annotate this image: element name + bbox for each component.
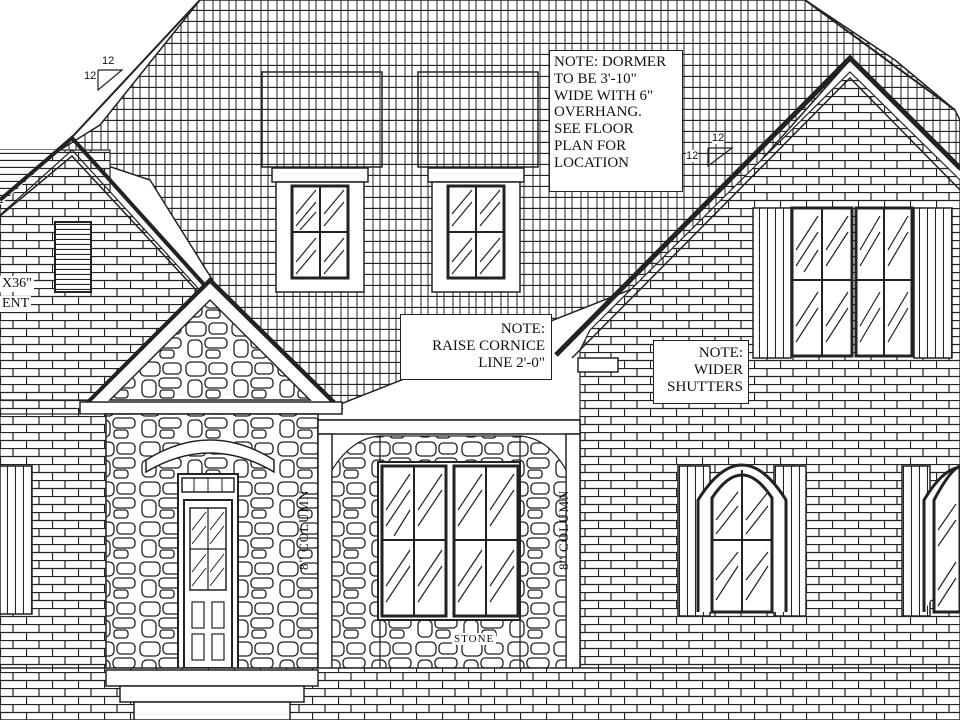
vent-size-label: X36"	[0, 276, 34, 292]
note-shutters-line-3: SHUTTERS	[667, 378, 743, 395]
note-shutters-line-1: NOTE:	[698, 345, 743, 361]
dormer-window-right	[446, 184, 506, 280]
arched-window-right-2	[901, 464, 960, 617]
note-dormer-line-5: SEE FLOOR	[554, 121, 634, 138]
note-dormer-line-2: TO BE 3'-10"	[554, 70, 637, 87]
note-dormer-size: NOTE: DORMER TO BE 3'-10" WIDE WITH 6" O…	[549, 50, 683, 192]
front-porch	[317, 419, 581, 671]
dormer-window-left	[290, 184, 350, 280]
note-cornice-line-3: LINE 2'-0"	[478, 354, 545, 371]
note-shutters-line-2: WIDER	[693, 361, 743, 378]
stone-label: STONE	[452, 633, 497, 645]
porch-window-left	[380, 464, 448, 618]
column-label-left: 8" COLUMN	[296, 489, 311, 570]
pitch-symbol-left	[97, 69, 124, 92]
vent-label: ENT	[0, 296, 32, 312]
note-raise-cornice: NOTE: RAISE CORNICE LINE 2'-0"	[400, 314, 552, 380]
foundation	[0, 667, 960, 720]
pitch-right-rise: 12	[712, 132, 725, 144]
pitch-left-run: 12	[84, 70, 97, 82]
upper-right-window-group	[752, 206, 953, 359]
arched-window-right-1	[677, 463, 807, 617]
gable-vent	[54, 221, 92, 293]
note-wider-shutters: NOTE: WIDER SHUTTERS	[653, 340, 749, 404]
note-dormer-line-4: OVERHANG.	[554, 104, 642, 121]
note-dormer-line-6: PLAN FOR	[554, 137, 627, 154]
pitch-right-run: 12	[686, 150, 699, 162]
porch-window-right	[452, 464, 520, 618]
front-door	[181, 477, 235, 669]
note-cornice-line-2: RAISE CORNICE	[432, 337, 545, 354]
pitch-left-rise: 12	[102, 55, 115, 67]
entry-stone-gable	[77, 277, 344, 415]
note-dormer-line-3: WIDE WITH 6"	[554, 87, 654, 104]
column-label-right: 8" COLUMN	[556, 489, 571, 570]
note-dormer-line-7: LOCATION	[554, 154, 629, 171]
note-cornice-line-1: NOTE:	[500, 321, 545, 337]
note-dormer-line-1: NOTE: DORMER	[554, 54, 667, 70]
pitch-symbol-right	[707, 147, 734, 168]
